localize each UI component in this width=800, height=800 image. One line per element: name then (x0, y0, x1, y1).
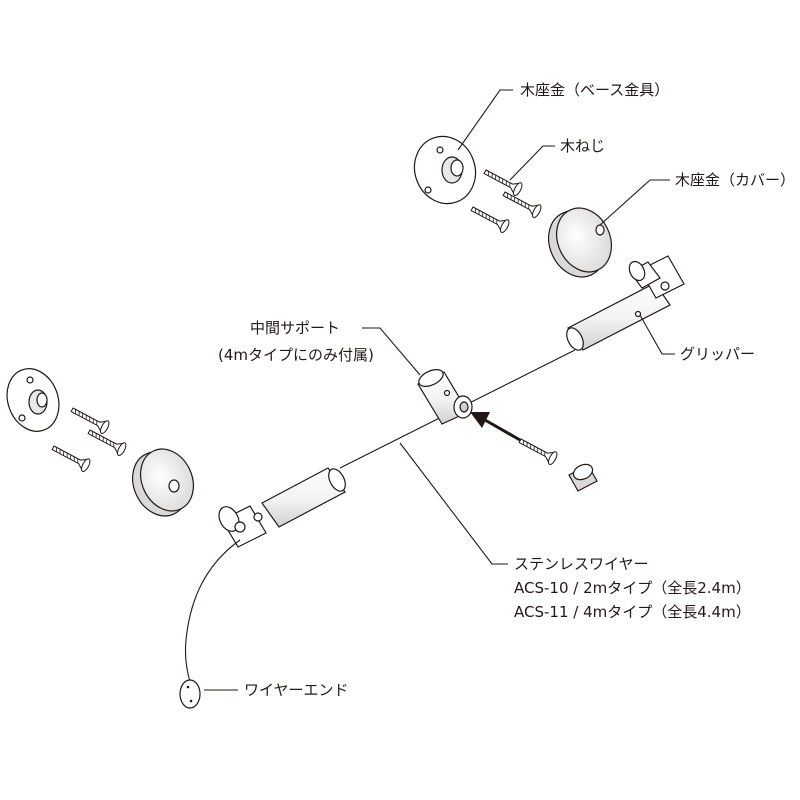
lower-screw-3 (49, 441, 93, 474)
leader-gripper (639, 314, 675, 355)
upper-screw-2 (500, 187, 544, 220)
lower-gripper (218, 467, 346, 548)
label-mid-support: 中間サポート (250, 319, 340, 337)
upper-gripper (566, 255, 685, 351)
lower-base-fitting (6, 368, 60, 432)
leader-wire (399, 442, 508, 565)
wire-tail (184, 539, 241, 683)
label-wood-screw: 木ねじ (560, 137, 605, 155)
label-cover: 木座金（カバー） (675, 171, 795, 189)
lower-cover-disc (132, 448, 194, 517)
wire-end-cap (179, 679, 201, 709)
leader-wood-screw (509, 145, 555, 181)
label-wire-end: ワイヤーエンド (244, 681, 349, 699)
leader-mid-support (362, 327, 421, 376)
upper-screw-3 (468, 202, 512, 235)
label-wire-acs10: ACS-10 / 2mタイプ（全長2.4m） (514, 579, 751, 597)
label-wire: ステンレスワイヤー (514, 555, 649, 573)
mid-support (417, 369, 473, 425)
label-mid-support-note: (4mタイプにのみ付属) (218, 346, 374, 364)
leader-base-fitting (457, 89, 513, 151)
mid-support-cap (568, 463, 598, 492)
upper-cover-disc (548, 207, 612, 278)
label-base-fitting: 木座金（ベース金具） (520, 81, 669, 99)
label-wire-acs11: ACS-11 / 4mタイプ（全長4.4m） (514, 603, 751, 621)
upper-screw-1 (481, 165, 525, 198)
insert-arrow (470, 412, 521, 442)
mid-support-screw (516, 434, 560, 467)
upper-base-fitting (413, 135, 477, 205)
label-gripper: グリッパー (680, 345, 755, 363)
leader-cover (599, 179, 670, 226)
